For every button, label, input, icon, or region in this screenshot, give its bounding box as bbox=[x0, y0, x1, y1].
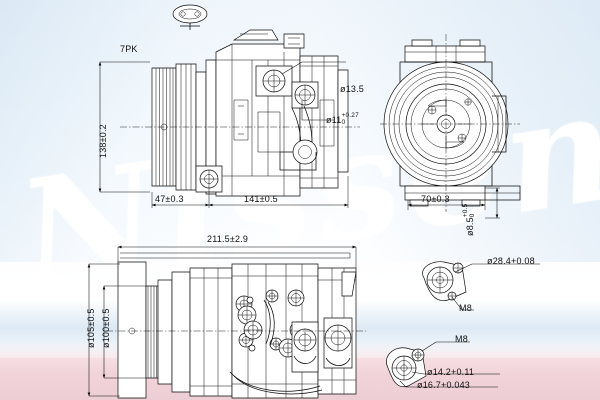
label-pulley-inner: ø100±0.5 bbox=[101, 308, 111, 348]
label-detail-bore-3: ø16.7+0.043 bbox=[417, 380, 470, 390]
dimension-lines bbox=[87, 61, 500, 397]
tolerance-lower: 0 bbox=[341, 118, 346, 126]
label-length-right: 141±0.5 bbox=[244, 194, 278, 204]
label-belt-profile: 7PK bbox=[120, 44, 138, 54]
label-overall-length: 211.5±2.9 bbox=[207, 234, 249, 244]
label-detail-thread-2: M8 bbox=[455, 334, 468, 344]
view-end-circular bbox=[380, 34, 521, 212]
label-height: 138±0.2 bbox=[98, 124, 108, 158]
label-detail-bore-2: ø14.2+0.11 bbox=[427, 367, 475, 377]
label-width-end: 70±0.3 bbox=[421, 194, 450, 204]
label-pulley-outer: ø105±0.5 bbox=[86, 308, 96, 348]
label-detail-thread-1: M8 bbox=[459, 303, 472, 313]
detail-upper-boss bbox=[422, 261, 540, 311]
detail-lower-boss bbox=[386, 341, 500, 388]
label-length-left: 47±0.3 bbox=[155, 194, 184, 204]
label-hole-large: ø13.5 bbox=[340, 84, 365, 94]
view-front-elevation bbox=[120, 4, 360, 197]
tolerance-upper: +0.27 bbox=[341, 112, 359, 119]
label-hole-small-value: ø11 bbox=[326, 114, 342, 125]
view-plan bbox=[106, 252, 366, 399]
label-detail-bore-1: ø28.4+0.08 bbox=[487, 256, 535, 266]
label-bolt-hole-end-value: ø8.5 bbox=[464, 217, 475, 236]
tolerance-lower: 0 bbox=[468, 213, 476, 218]
